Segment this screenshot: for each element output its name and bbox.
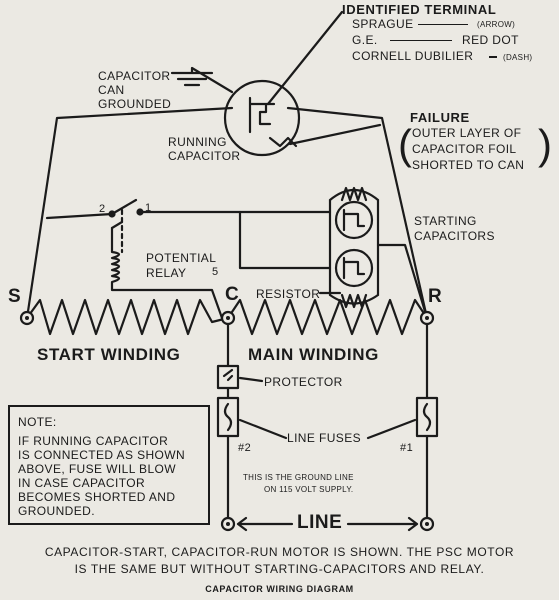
note-line-3: ABOVE, FUSE WILL BLOW	[18, 462, 176, 476]
sprague-dash-line	[418, 24, 468, 25]
short-to-can-mark	[268, 136, 298, 148]
relay-terminal-1-label: 1	[145, 202, 152, 214]
line-fuses-arrow-right	[366, 418, 417, 440]
capacitor-can-label-2: CAN	[98, 83, 125, 97]
terminal-r-label: R	[428, 286, 443, 307]
main-winding-coil	[226, 298, 429, 336]
ground-line-note-2: ON 115 VOLT SUPPLY.	[264, 485, 354, 494]
starting-capacitors-label-2: CAPACITORS	[414, 229, 495, 243]
note-line-4: IN CASE CAPACITOR	[18, 476, 146, 490]
failure-text-2: CAPACITOR FOIL	[412, 142, 517, 156]
terminal-c-label: C	[225, 284, 240, 305]
running-capacitor-label-1: RUNNING	[168, 135, 227, 149]
potential-relay-label-1: POTENTIAL	[146, 251, 217, 265]
fuse-1-element	[422, 402, 432, 432]
main-winding-label: MAIN WINDING	[248, 345, 379, 364]
cornell-dash-mark	[489, 56, 497, 58]
failure-title: FAILURE	[410, 110, 470, 125]
line-terminal-left-center	[226, 522, 230, 526]
relay-coil-left-wire	[110, 220, 124, 230]
line-fuses-arrow-left	[238, 418, 288, 440]
terminal-maker-cornell: CORNELL DUBILIER	[352, 49, 474, 63]
starting-caps-frame	[328, 188, 380, 305]
note-line-5: BECOMES SHORTED AND	[18, 490, 176, 504]
protector-symbol	[222, 368, 234, 382]
resistor-label: RESISTOR	[256, 287, 321, 301]
caption-line-1: CAPACITOR-START, CAPACITOR-RUN MOTOR IS …	[44, 545, 515, 559]
failure-text-1: OUTER LAYER OF	[412, 126, 522, 140]
fuse-2-label: #2	[238, 442, 252, 454]
note-title: NOTE:	[18, 415, 57, 429]
failure-arrow	[288, 123, 382, 146]
line-terminal-right-center	[425, 522, 429, 526]
ground-line-note-1: THIS IS THE GROUND LINE	[243, 473, 354, 482]
start-winding-label: START WINDING	[37, 345, 181, 364]
note-box	[8, 405, 210, 525]
protector-box	[216, 364, 240, 390]
fuse-2-element	[223, 402, 233, 432]
caps-to-r-wire	[376, 243, 429, 320]
start-winding-coil	[25, 298, 230, 336]
terminal-mark-cornell: (DASH)	[503, 53, 533, 62]
note-line-2: IS CONNECTED AS SHOWN	[18, 448, 186, 462]
failure-text-3: SHORTED TO CAN	[412, 158, 525, 172]
caption-title: CAPACITOR WIRING DIAGRAM	[205, 584, 354, 594]
relay-terminal-5-label: 5	[212, 266, 219, 278]
running-capacitor-symbol	[223, 79, 301, 157]
starting-capacitors-label-1: STARTING	[414, 214, 477, 228]
running-capacitor-plates	[248, 96, 276, 134]
terminal-s-center	[25, 316, 29, 320]
line-fuses-label: LINE FUSES	[287, 431, 362, 445]
relay-coil	[110, 226, 224, 320]
terminal-maker-sprague: SPRAGUE	[352, 17, 414, 31]
note-line-1: IF RUNNING CAPACITOR	[18, 434, 169, 448]
line-label: LINE	[297, 512, 343, 533]
starting-capacitor-top	[334, 200, 374, 240]
starting-caps-return-wire	[238, 210, 332, 270]
relay-terminal-2-label: 2	[99, 203, 106, 215]
note-line-6: GROUNDED.	[18, 504, 95, 518]
protector-label: PROTECTOR	[264, 375, 343, 389]
identified-terminal-arrow	[266, 10, 344, 106]
failure-paren-close: )	[538, 121, 552, 168]
line-arrow-left	[236, 516, 294, 532]
failure-paren-open: (	[398, 121, 412, 168]
wire-s-to-running-capacitor	[25, 106, 234, 320]
potential-relay-label-2: RELAY	[146, 266, 187, 280]
wire-r-to-running-capacitor	[286, 106, 429, 320]
fuse-1-label: #1	[400, 442, 414, 454]
resistor-symbol	[340, 186, 368, 309]
relay-switch-wire	[45, 212, 114, 220]
starting-capacitor-bottom-plates	[342, 256, 366, 280]
caption-line-2: IS THE SAME BUT WITHOUT STARTING-CAPACIT…	[74, 562, 485, 576]
starting-capacitor-bottom	[334, 248, 374, 288]
starting-capacitor-top-plates	[342, 208, 366, 232]
running-capacitor-label-2: CAPACITOR	[168, 149, 241, 163]
identified-terminal-title: IDENTIFIED TERMINAL	[342, 2, 497, 17]
terminal-s-label: S	[8, 286, 22, 307]
protector-arrow	[238, 376, 264, 383]
ground-symbol	[170, 66, 234, 94]
terminal-r-center	[425, 316, 429, 320]
terminal-mark-sprague: (ARROW)	[477, 20, 516, 29]
terminal-mark-ge: RED DOT	[462, 33, 519, 47]
capacitor-can-label-3: GROUNDED	[98, 97, 172, 111]
ge-dash-line	[390, 40, 452, 41]
terminal-c-center	[226, 316, 230, 320]
relay-switch-contact	[110, 198, 138, 216]
line-arrow-right	[346, 516, 419, 532]
capacitor-can-label-1: CAPACITOR	[98, 69, 171, 83]
terminal-maker-ge: G.E.	[352, 33, 378, 47]
